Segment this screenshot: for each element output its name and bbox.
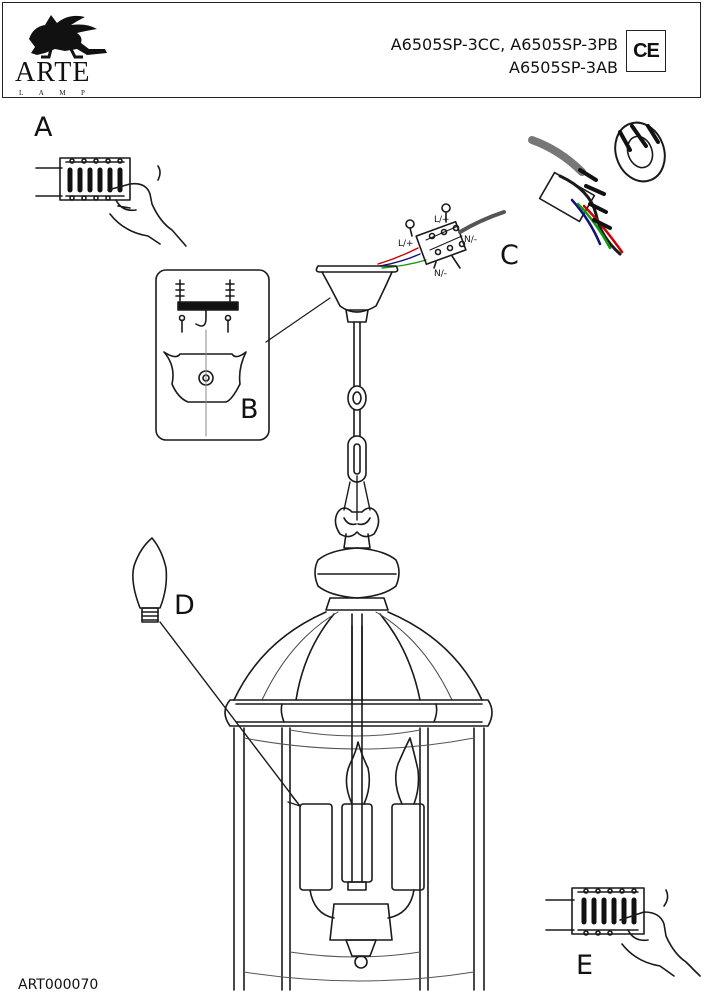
suspension-chain	[343, 321, 371, 521]
candle-sockets	[299, 737, 425, 969]
insulation-tape-icon	[528, 121, 666, 256]
griffin-logo-icon	[29, 15, 107, 59]
step-label-b: B	[240, 394, 259, 425]
step-label-d: D	[174, 590, 195, 621]
lantern-body	[233, 625, 485, 991]
ceiling-mount-detail	[155, 269, 270, 441]
terminal-block-icon	[35, 157, 131, 201]
wire-label-l2: L/+	[434, 215, 450, 225]
model-line-2: A6505SP-3AB	[509, 58, 618, 77]
wiring-connection-detail	[377, 203, 506, 269]
hand-screwdriver-icon	[107, 165, 187, 247]
hand-screwdriver-icon-e	[619, 889, 701, 977]
wire-label-n1: N/-	[464, 235, 477, 245]
lantern-crown	[314, 507, 400, 611]
wire-label-n2: N/-	[434, 269, 447, 279]
ce-mark: CE	[626, 30, 666, 72]
brand-subtitle: LAMP	[19, 89, 101, 97]
lantern-dome	[224, 611, 493, 727]
brand-name: ARTE	[15, 57, 91, 88]
candle-bulb-icon	[132, 537, 168, 623]
step-label-a: A	[34, 112, 53, 143]
insert-bulb-arrow	[159, 621, 301, 807]
article-code: ART000070	[18, 977, 99, 993]
step-label-c: C	[500, 240, 519, 271]
step-label-e: E	[576, 950, 594, 981]
model-numbers: A6505SP-3CC, A6505SP-3PB A6505SP-3AB	[391, 33, 618, 79]
terminal-block-icon-e	[545, 887, 645, 936]
wire-label-l1: L/+	[398, 239, 414, 249]
header-frame: ARTE LAMP A6505SP-3CC, A6505SP-3PB A6505…	[2, 2, 701, 98]
model-line-1: A6505SP-3CC, A6505SP-3PB	[390, 35, 618, 54]
ceiling-canopy	[315, 265, 399, 323]
